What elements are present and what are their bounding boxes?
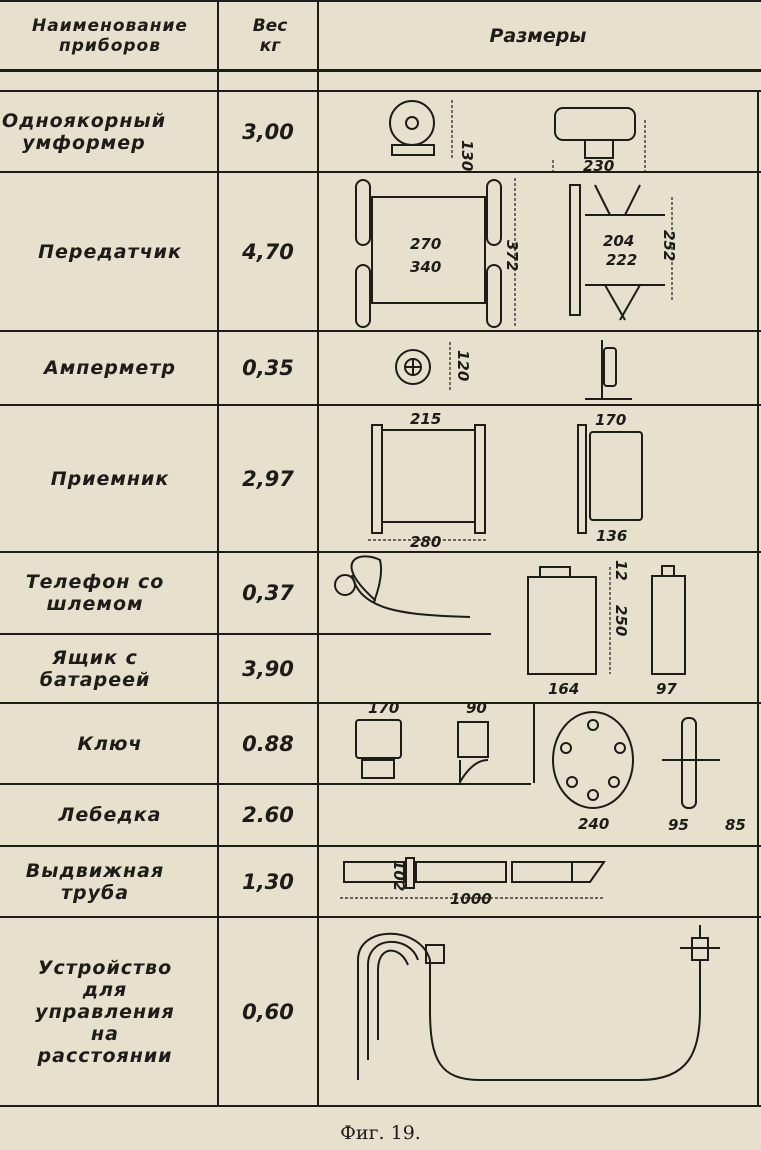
dim-label: 270 bbox=[410, 235, 441, 253]
dim-label: 130 bbox=[458, 140, 476, 171]
column-divider bbox=[217, 0, 219, 1107]
dim-label: 222 bbox=[606, 251, 637, 269]
row-rule bbox=[0, 404, 761, 406]
battery-drawing: 12 250 164 97 bbox=[527, 560, 686, 698]
dim-label: 230 bbox=[583, 157, 614, 175]
row-weight: 1,30 bbox=[242, 869, 294, 894]
dim-label: 252 bbox=[660, 230, 678, 261]
row-weight: 0,37 bbox=[242, 581, 294, 605]
row-name: Приемник bbox=[50, 467, 170, 490]
row-weight: 0.88 bbox=[242, 731, 294, 756]
receiver-drawing: 215 280 170 136 bbox=[368, 410, 643, 551]
dim-label: 372 bbox=[503, 240, 521, 271]
row-name: Ящик с батареей bbox=[39, 646, 151, 691]
transmitter-drawing: 270 340 372 204 222 252 bbox=[355, 178, 678, 328]
dim-label: 97 bbox=[656, 680, 677, 698]
dim-label: 90 bbox=[466, 699, 487, 717]
dim-label: 85 bbox=[725, 816, 746, 834]
right-border bbox=[757, 90, 759, 1107]
row-weight: 3,00 bbox=[242, 119, 294, 144]
row-rule bbox=[0, 916, 761, 918]
row-rule bbox=[0, 702, 761, 704]
row-weight: 0,35 bbox=[242, 356, 294, 380]
header-sizes: Размеры bbox=[489, 25, 587, 47]
dim-label: 170 bbox=[368, 699, 399, 717]
figure-caption: Фиг. 19. bbox=[340, 1122, 421, 1144]
row-rule bbox=[0, 551, 761, 553]
header-rule bbox=[0, 69, 761, 72]
row-rule bbox=[0, 633, 491, 635]
row-name: Телефон со шлемом bbox=[25, 571, 165, 615]
dim-label: 250 bbox=[612, 605, 630, 636]
row-name: Амперметр bbox=[44, 357, 176, 379]
dim-label: 170 bbox=[595, 411, 626, 429]
dim-label: 102 bbox=[390, 860, 408, 891]
remote-control-drawing bbox=[357, 925, 720, 1081]
dim-label: 95 bbox=[668, 816, 689, 834]
row-weight: 2,97 bbox=[242, 466, 294, 491]
technical-drawings: 130 230 270 340 372 204 222 252 120 2 bbox=[334, 100, 746, 1081]
umformer-drawing: 130 230 bbox=[389, 100, 646, 175]
row-weight: 2.60 bbox=[242, 803, 294, 827]
pipe-drawing: 102 1000 bbox=[340, 857, 606, 908]
top-rule bbox=[0, 0, 761, 2]
row-name: Лебедка bbox=[58, 804, 162, 826]
row-name: Ключ bbox=[77, 732, 143, 755]
row-weight: 4,70 bbox=[242, 239, 294, 264]
winch-drawing: 240 95 85 bbox=[552, 711, 746, 834]
row-rule bbox=[0, 171, 761, 173]
dim-label: 240 bbox=[578, 815, 609, 833]
row-rule bbox=[0, 783, 531, 785]
row-name: Выдвижная труба bbox=[25, 859, 165, 904]
row-name: Одноякорный умформер bbox=[1, 109, 167, 154]
bottom-rule bbox=[0, 1105, 761, 1107]
column-divider bbox=[317, 0, 319, 1107]
row-name: Устройство для управления на расстоянии bbox=[35, 956, 175, 1067]
ammeter-drawing: 120 bbox=[395, 340, 632, 400]
row-rule bbox=[0, 90, 761, 92]
dim-label: 280 bbox=[410, 533, 441, 551]
row-name: Передатчик bbox=[38, 240, 182, 263]
dim-label: 164 bbox=[548, 680, 579, 698]
row-rule bbox=[0, 845, 761, 847]
row-weight: 0,60 bbox=[242, 999, 294, 1024]
dim-label: 12 bbox=[612, 560, 630, 581]
header-name: Наименование приборов bbox=[32, 16, 188, 56]
dim-label: 136 bbox=[596, 527, 627, 545]
helmet-drawing bbox=[334, 555, 471, 618]
row-rule bbox=[0, 330, 761, 332]
row-weight: 3,90 bbox=[242, 656, 294, 681]
header-weight: Вес кг bbox=[252, 16, 288, 56]
dim-label: 1000 bbox=[450, 890, 492, 908]
dim-label: 215 bbox=[410, 410, 441, 428]
dim-label: 340 bbox=[410, 258, 441, 276]
key-drawing: 170 90 bbox=[355, 699, 535, 786]
dim-label: 120 bbox=[454, 350, 472, 381]
dim-label: 204 bbox=[603, 232, 634, 250]
